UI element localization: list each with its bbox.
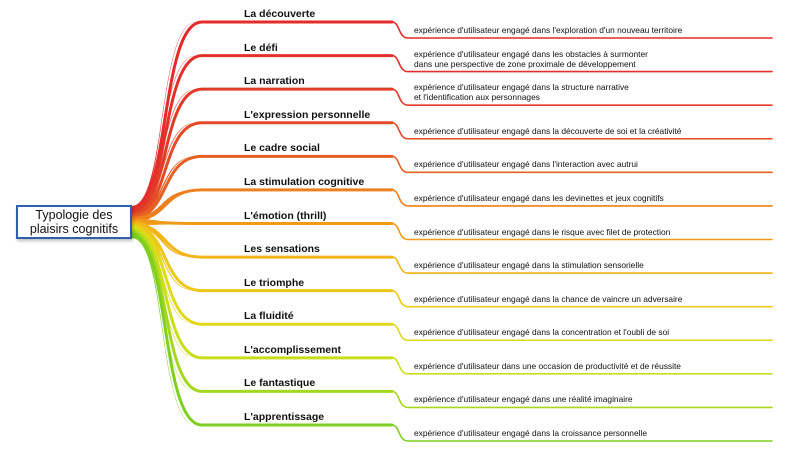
detail-label[interactable]: expérience d'utilisateur engagé dans les…	[414, 48, 648, 69]
detail-line	[391, 424, 773, 442]
detail-label[interactable]: expérience d'utilisateur engagé dans la …	[414, 327, 670, 338]
branch-label[interactable]: Les sensations	[244, 243, 320, 256]
detail-label[interactable]: expérience d'utilisateur engagé dans la …	[414, 428, 647, 438]
detail-label[interactable]: expérience d'utilisateur engagé dans l'i…	[414, 159, 638, 170]
detail-label[interactable]: expérience d'utilisateur engagé dans la …	[414, 260, 644, 271]
detail-label[interactable]: expérience d'utilisateur engagé dans les…	[414, 192, 664, 203]
root-node[interactable]: Typologie des plaisirs cognitifs	[16, 205, 132, 239]
detail-label[interactable]: expérience d'utilisateur engagé dans l'e…	[414, 25, 683, 35]
detail-line	[391, 222, 773, 241]
detail-line	[391, 54, 773, 73]
detail-line	[391, 323, 773, 342]
detail-label[interactable]: expérience d'utilisateur engagé dans la …	[414, 82, 629, 103]
detail-line	[391, 21, 773, 39]
detail-line	[391, 155, 773, 174]
branch-label[interactable]: Le triomphe	[244, 276, 305, 289]
branch-label[interactable]: L'accomplissement	[244, 343, 342, 356]
branch-label[interactable]: La narration	[244, 75, 305, 88]
branch-label[interactable]: L'expression personnelle	[244, 108, 371, 121]
detail-label[interactable]: expérience d'utilisateur engagé dans la …	[414, 293, 683, 304]
branch-label[interactable]: L'apprentissage	[244, 411, 325, 423]
branch-wedge	[132, 156, 196, 221]
detail-line	[391, 88, 773, 106]
root-node-label: Typologie des plaisirs cognitifs	[29, 208, 119, 236]
detail-label[interactable]: expérience d'utilisateur engagé dans le …	[414, 226, 671, 237]
detail-line	[391, 121, 773, 140]
branch-label[interactable]: La fluidité	[244, 310, 294, 323]
detail-label[interactable]: expérience d'utilisateur engagé dans une…	[414, 394, 633, 405]
branch-label[interactable]: La découverte	[244, 8, 316, 20]
detail-line	[391, 357, 773, 375]
branch-label[interactable]: L'émotion (thrill)	[244, 209, 327, 222]
branch-label[interactable]: La stimulation cognitive	[244, 175, 365, 188]
detail-line	[391, 189, 773, 207]
branch-wedge	[132, 189, 196, 223]
branch-label[interactable]: Le cadre social	[244, 142, 320, 155]
branch-label[interactable]: Le fantastique	[244, 377, 316, 390]
detail-label[interactable]: expérience d'utilisateur engagé dans la …	[414, 125, 682, 136]
branch-label[interactable]: Le défi	[244, 41, 278, 54]
branch-line	[130, 233, 394, 427]
detail-line	[391, 289, 773, 308]
detail-line	[391, 390, 773, 409]
branch-wedge	[132, 219, 196, 225]
detail-label[interactable]: expérience d'utilisateur dans une occasi…	[414, 360, 681, 371]
detail-line	[391, 256, 773, 274]
